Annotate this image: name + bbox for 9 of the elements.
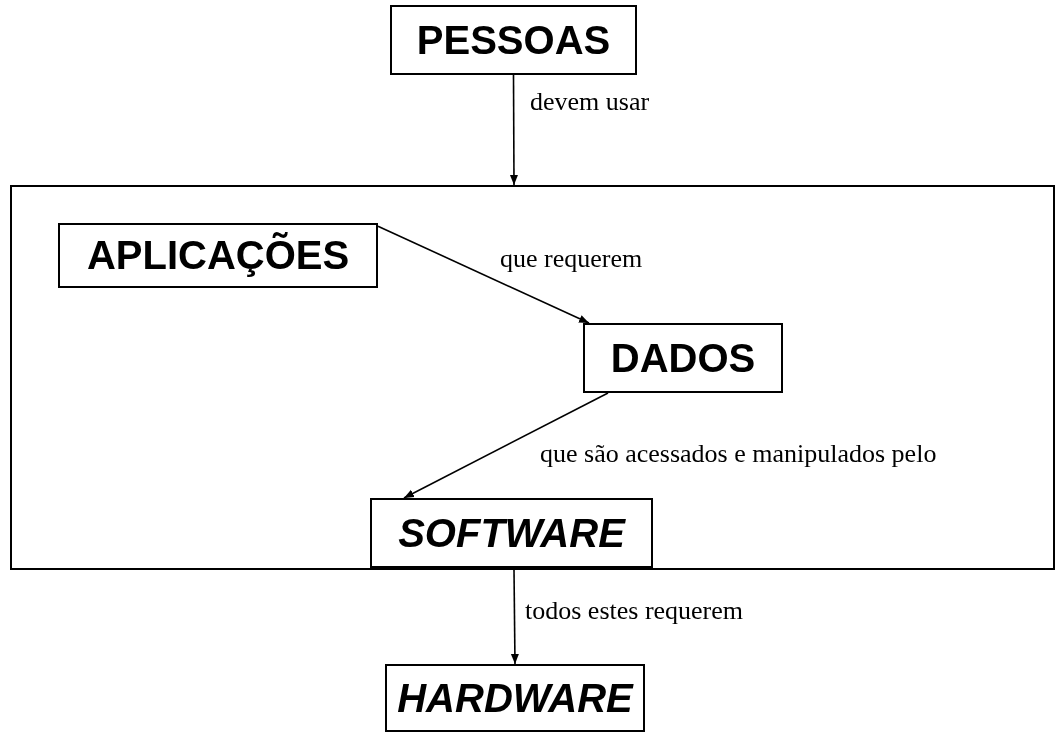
arrow <box>510 569 519 665</box>
concept-box: PESSOAS <box>390 5 637 75</box>
concept-box: SOFTWARE <box>370 498 653 568</box>
arrow <box>509 74 518 186</box>
concept-box: HARDWARE <box>385 664 645 732</box>
concept-box: DADOS <box>583 323 783 393</box>
concept-box: APLICAÇÕES <box>58 223 378 288</box>
arrow <box>403 392 609 499</box>
arrow <box>377 225 590 324</box>
